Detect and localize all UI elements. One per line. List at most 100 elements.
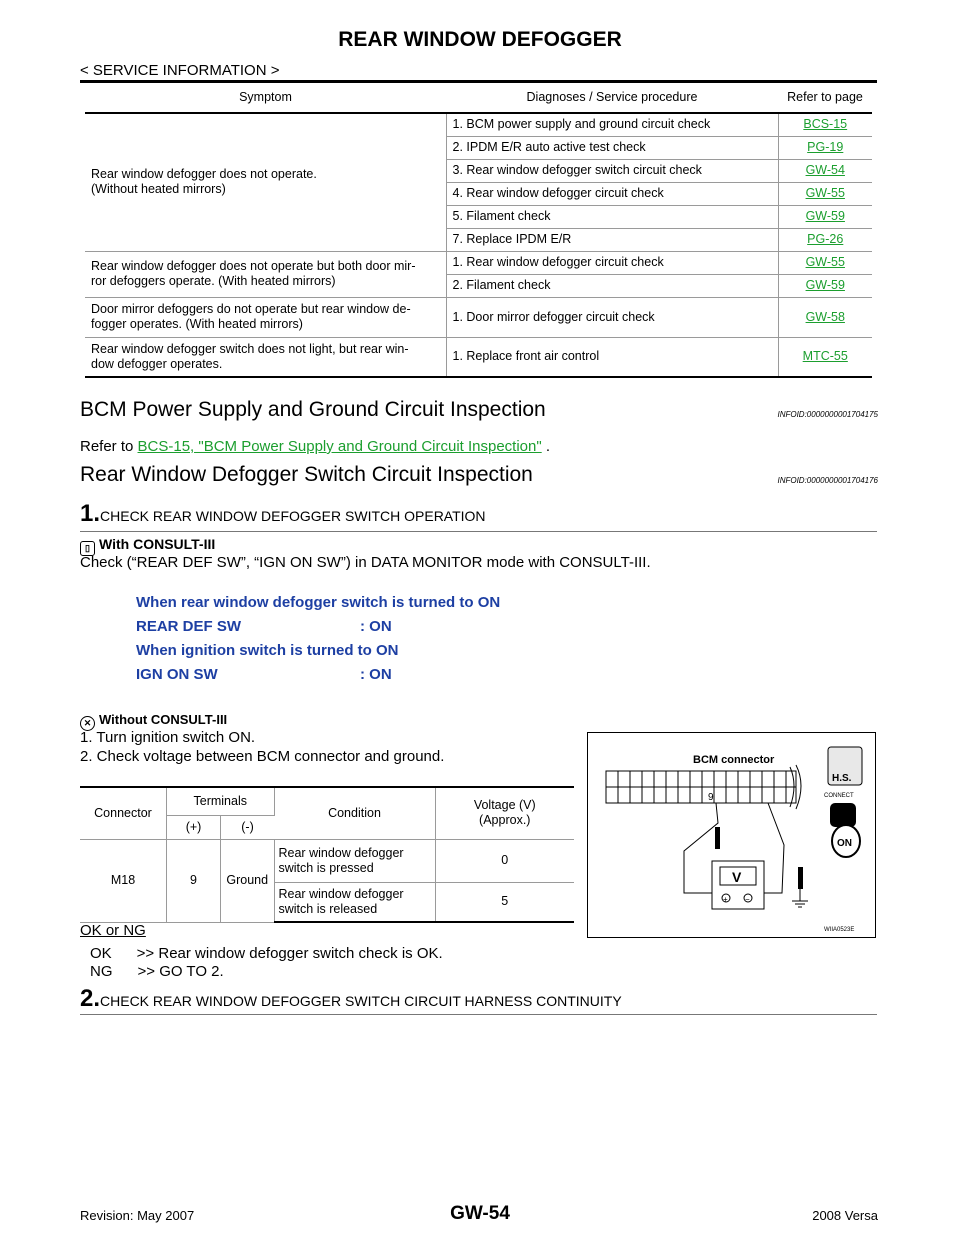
ref-link[interactable]: GW-55 [805,255,845,269]
table-row: Rear window defogger does not operate bu… [85,251,872,298]
wiring-diagram: BCM connector 9 V + − H.S. [605,746,863,933]
ref-link[interactable]: GW-55 [805,186,845,200]
with-consult-label: ▯With CONSULT-III [80,536,215,556]
condition-cell: Rear window defogger switch is pressed [274,838,436,883]
connector-label: BCM connector [693,754,775,766]
svg-text:ON: ON [837,838,852,849]
col-diagnoses-header: Diagnoses / Service procedure [446,86,778,114]
table-row: Rear window defogger does not operate. (… [85,113,872,252]
ignition-on-icon [831,824,861,858]
spec-line: When rear window defogger switch is turn… [136,594,501,611]
table-row: 4. Rear window defogger circuit check GW… [85,182,872,206]
procedure-cell: 2. IPDM E/R auto active test check [446,136,778,160]
with-consult-text: Check (“REAR DEF SW”, “IGN ON SW”) in DA… [80,554,651,571]
plus-header: (+) [166,814,221,840]
footer-page-number: GW-54 [450,1203,510,1224]
switch-infoid: INFOID:0000000001704176 [777,476,878,485]
ref-link[interactable]: MTC-55 [802,349,848,364]
bcm-refer-text: Refer to BCS-15, "BCM Power Supply and G… [80,438,551,455]
consult-tool-icon: ▯ [80,541,95,556]
table-row: Door mirror defoggers do not operate but… [85,297,872,338]
condition-cell: Rear window defogger switch is released [274,881,436,923]
procedure-cell: 1. Rear window defogger circuit check [446,251,778,275]
table-row: 7. Replace IPDM E/R PG-26 [85,228,872,252]
spec-value: : ON [360,666,392,683]
voltmeter [711,860,765,910]
ref-link[interactable]: GW-59 [805,278,845,292]
table-row: Rear window defogger switch does not lig… [85,337,872,378]
minus-cell: Ground [220,838,275,923]
bcm-connector-figure: BCM connector 9 V + − H.S. [587,732,876,938]
instruction-2: 2. Check voltage between BCM connector a… [80,748,445,765]
condition-header: Condition [274,786,436,840]
switch-section-heading: Rear Window Defogger Switch Circuit Insp… [80,463,533,486]
connector-disconnect-icon [830,803,856,827]
ng-result: NG >> GO TO 2. [90,963,224,980]
bcm-refer-link[interactable]: BCS-15, "BCM Power Supply and Ground Cir… [137,438,542,455]
pin-label: 9 [708,792,714,803]
bcm-section-heading: BCM Power Supply and Ground Circuit Insp… [80,398,546,421]
instruction-1: 1. Turn ignition switch ON. [80,729,256,746]
symptom-cell: Rear window defogger switch does not lig… [85,337,447,378]
ref-link[interactable]: PG-26 [807,232,844,246]
procedure-cell: 1. BCM power supply and ground circuit c… [446,113,778,137]
ref-link[interactable]: GW-59 [805,209,845,223]
section-breadcrumb: < SERVICE INFORMATION > [80,62,280,79]
spec-value: : ON [360,618,392,635]
symptom-cell: Door mirror defoggers do not operate but… [85,297,447,338]
step-2-rule [80,1014,877,1015]
without-consult-label: ✕Without CONSULT-III [80,712,227,731]
ref-link[interactable]: GW-58 [805,309,845,324]
voltage-cell: 0 [435,838,574,883]
table-row: 2. Filament check GW-59 [85,274,872,298]
procedure-cell: 7. Replace IPDM E/R [446,228,778,252]
terminals-header: Terminals [166,786,275,816]
meter-label: V [732,869,742,885]
procedure-cell: 2. Filament check [446,274,778,298]
procedure-cell: 3. Rear window defogger switch circuit c… [446,159,778,183]
procedure-cell: 5. Filament check [446,205,778,229]
footer-revision: Revision: May 2007 [80,1208,195,1223]
probe-ground [798,867,803,889]
voltage-cell: 5 [435,881,574,923]
ref-link[interactable]: BCS-15 [803,117,848,132]
step-1-heading: 1.CHECK REAR WINDOW DEFOGGER SWITCH OPER… [80,500,486,527]
no-tool-icon: ✕ [80,716,95,731]
symptom-cell: Rear window defogger does not operate. (… [85,113,447,252]
symptom-cell: Rear window defogger does not operate bu… [85,251,447,298]
procedure-cell: 4. Rear window defogger circuit check [446,182,778,206]
connector-header: Connector [80,786,167,840]
spec-line: REAR DEF SW [136,618,241,635]
symptom-table: Symptom Diagnoses / Service procedure Re… [85,86,872,378]
ok-result: OK >> Rear window defogger switch check … [90,945,443,962]
svg-text:H.S.: H.S. [832,773,852,784]
connector-cell: M18 [80,838,167,923]
svg-text:−: − [745,895,750,904]
step-1-rule [80,531,877,532]
voltage-header: Voltage (V) (Approx.) [435,786,574,840]
terminal-table: Connector Terminals Condition Voltage (V… [80,786,574,923]
spec-line: IGN ON SW [136,666,218,683]
table-row: 2. IPDM E/R auto active test check PG-19 [85,136,872,160]
spec-line: When ignition switch is turned to ON [136,642,399,659]
bcm-infoid: INFOID:0000000001704175 [777,410,878,419]
connect-label: CONNECT [824,793,854,799]
ref-link[interactable]: GW-54 [805,163,845,177]
minus-header: (-) [220,814,274,840]
plus-cell: 9 [166,838,221,923]
procedure-cell: 1. Door mirror defogger circuit check [446,297,778,338]
table-row: 3. Rear window defogger switch circuit c… [85,159,872,183]
probe-plus [715,827,720,849]
ref-link[interactable]: PG-19 [807,140,844,154]
hand-tool-icon [827,746,863,786]
step-2-heading: 2.CHECK REAR WINDOW DEFOGGER SWITCH CIRC… [80,985,622,1012]
ok-ng-label: OK or NG [80,922,146,939]
table-row: Rear window defogger switch is released … [80,881,574,923]
table-row: 5. Filament check GW-59 [85,205,872,229]
header-rule [80,80,877,83]
page-title: REAR WINDOW DEFOGGER [338,28,622,51]
procedure-cell: 1. Replace front air control [446,337,778,378]
figure-id: WIIA0523E [824,927,854,933]
svg-text:+: + [723,895,728,904]
col-symptom-header: Symptom [85,86,446,114]
